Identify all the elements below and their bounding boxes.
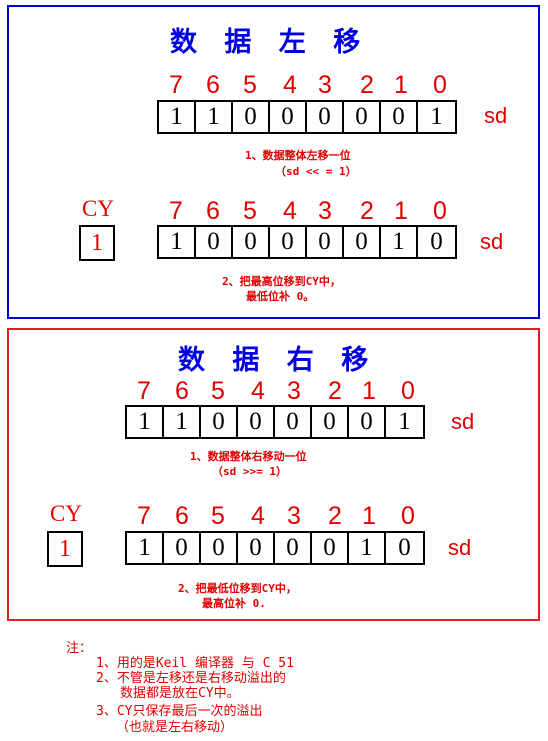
bit-cell: 1 [159,102,196,132]
bit-cell: 0 [233,227,270,257]
bit-index: 4 [283,71,297,99]
right-register-2: 1 0 0 0 0 0 1 0 [125,531,425,565]
bit-cell: 1 [127,533,164,563]
bit-index: 0 [433,71,447,99]
bit-index: 3 [318,71,332,99]
bit-index: 6 [206,197,220,225]
right-register-1: 1 1 0 0 0 0 0 1 [125,405,425,439]
left-shift-panel [7,5,540,319]
bit-index: 1 [394,197,408,225]
cy-label: CY [82,196,114,221]
bit-cell: 0 [307,227,344,257]
bit-index: 3 [287,502,301,530]
bit-cell: 1 [159,227,196,257]
bit-index: 0 [433,197,447,225]
bit-cell: 0 [312,533,349,563]
left-shift-title: 数 据 左 移 [170,27,370,58]
right-caption-1b: （sd >>= 1） [212,465,287,478]
bit-index: 5 [211,502,225,530]
right-caption-1a: 1、数据整体右移动一位 [190,450,307,463]
bit-index: 3 [287,377,301,405]
bit-index: 2 [328,377,342,405]
left-caption-2a: 2、把最高位移到CY中， [222,275,341,288]
bit-index: 1 [362,377,376,405]
bit-index: 2 [360,197,374,225]
right-caption-2a: 2、把最低位移到CY中， [178,582,297,595]
bit-cell: 0 [430,228,443,255]
cy-label: CY [50,501,82,526]
left-caption-1a: 1、数据整体左移一位 [245,149,351,162]
right-shift-panel [7,328,540,621]
left-caption-1b: （sd << = 1） [275,165,357,178]
note-line: 3、CY只保存最后一次的溢出 [96,704,263,719]
bit-cell: 0 [238,533,275,563]
bit-cell: 1 [164,407,201,437]
bit-cell: 0 [201,533,238,563]
bit-cell: 0 [238,407,275,437]
bit-cell: 0 [164,533,201,563]
bit-cell: 0 [275,533,312,563]
bit-cell: 1 [196,102,233,132]
bit-cell: 0 [201,407,238,437]
bit-cell: 0 [381,102,418,132]
cy-box: 1 [79,225,115,261]
bit-index: 2 [360,71,374,99]
note-line: （也就是左右移动） [116,720,234,735]
bit-index: 7 [137,377,151,405]
register-label-sd: sd [448,535,472,560]
notes-heading: 注： [66,641,93,656]
bit-index: 6 [175,502,189,530]
bit-cell: 0 [275,407,312,437]
bit-index: 2 [328,502,342,530]
note-line: 2、不管是左移还是右移动溢出的 [96,671,286,686]
bit-index: 7 [169,197,183,225]
left-caption-2b: 最低位补 0。 [246,290,315,303]
bit-index: 7 [137,502,151,530]
cy-box: 1 [47,531,83,567]
left-register-2: 1 0 0 0 0 0 1 0 [157,225,457,259]
bit-index: 0 [401,377,415,405]
register-label-sd: sd [451,409,475,434]
bit-index: 5 [211,377,225,405]
bit-index: 4 [251,502,265,530]
right-shift-title: 数 据 右 移 [178,345,378,376]
bit-index: 1 [394,71,408,99]
bit-cell: 0 [233,102,270,132]
bit-cell: 1 [430,103,443,130]
bit-index: 6 [175,377,189,405]
bit-index: 4 [251,377,265,405]
bit-index: 6 [206,71,220,99]
bit-cell: 0 [344,227,381,257]
bit-index: 5 [243,71,257,99]
bit-index: 0 [401,502,415,530]
bit-cell: 1 [349,533,386,563]
bit-cell: 0 [398,534,411,561]
bit-cell: 0 [270,102,307,132]
note-line: 1、用的是Keil 编译器 与 C 51 [96,656,294,671]
right-caption-2b: 最高位补 0. [202,597,266,610]
bit-cell: 0 [307,102,344,132]
bit-cell: 0 [344,102,381,132]
bit-index: 4 [283,197,297,225]
bit-cell: 0 [270,227,307,257]
register-label-sd: sd [484,103,508,128]
bit-index: 1 [362,502,376,530]
bit-cell: 1 [127,407,164,437]
bit-cell: 1 [398,408,411,435]
bit-index: 5 [243,197,257,225]
bit-index: 7 [169,71,183,99]
note-line: 数据都是放在CY中。 [120,686,240,701]
bit-cell: 0 [349,407,386,437]
bit-cell: 1 [381,227,418,257]
left-register-1: 1 1 0 0 0 0 0 1 [157,100,457,134]
bit-index: 3 [318,197,332,225]
bit-cell: 0 [196,227,233,257]
register-label-sd: sd [480,229,504,254]
bit-cell: 0 [312,407,349,437]
